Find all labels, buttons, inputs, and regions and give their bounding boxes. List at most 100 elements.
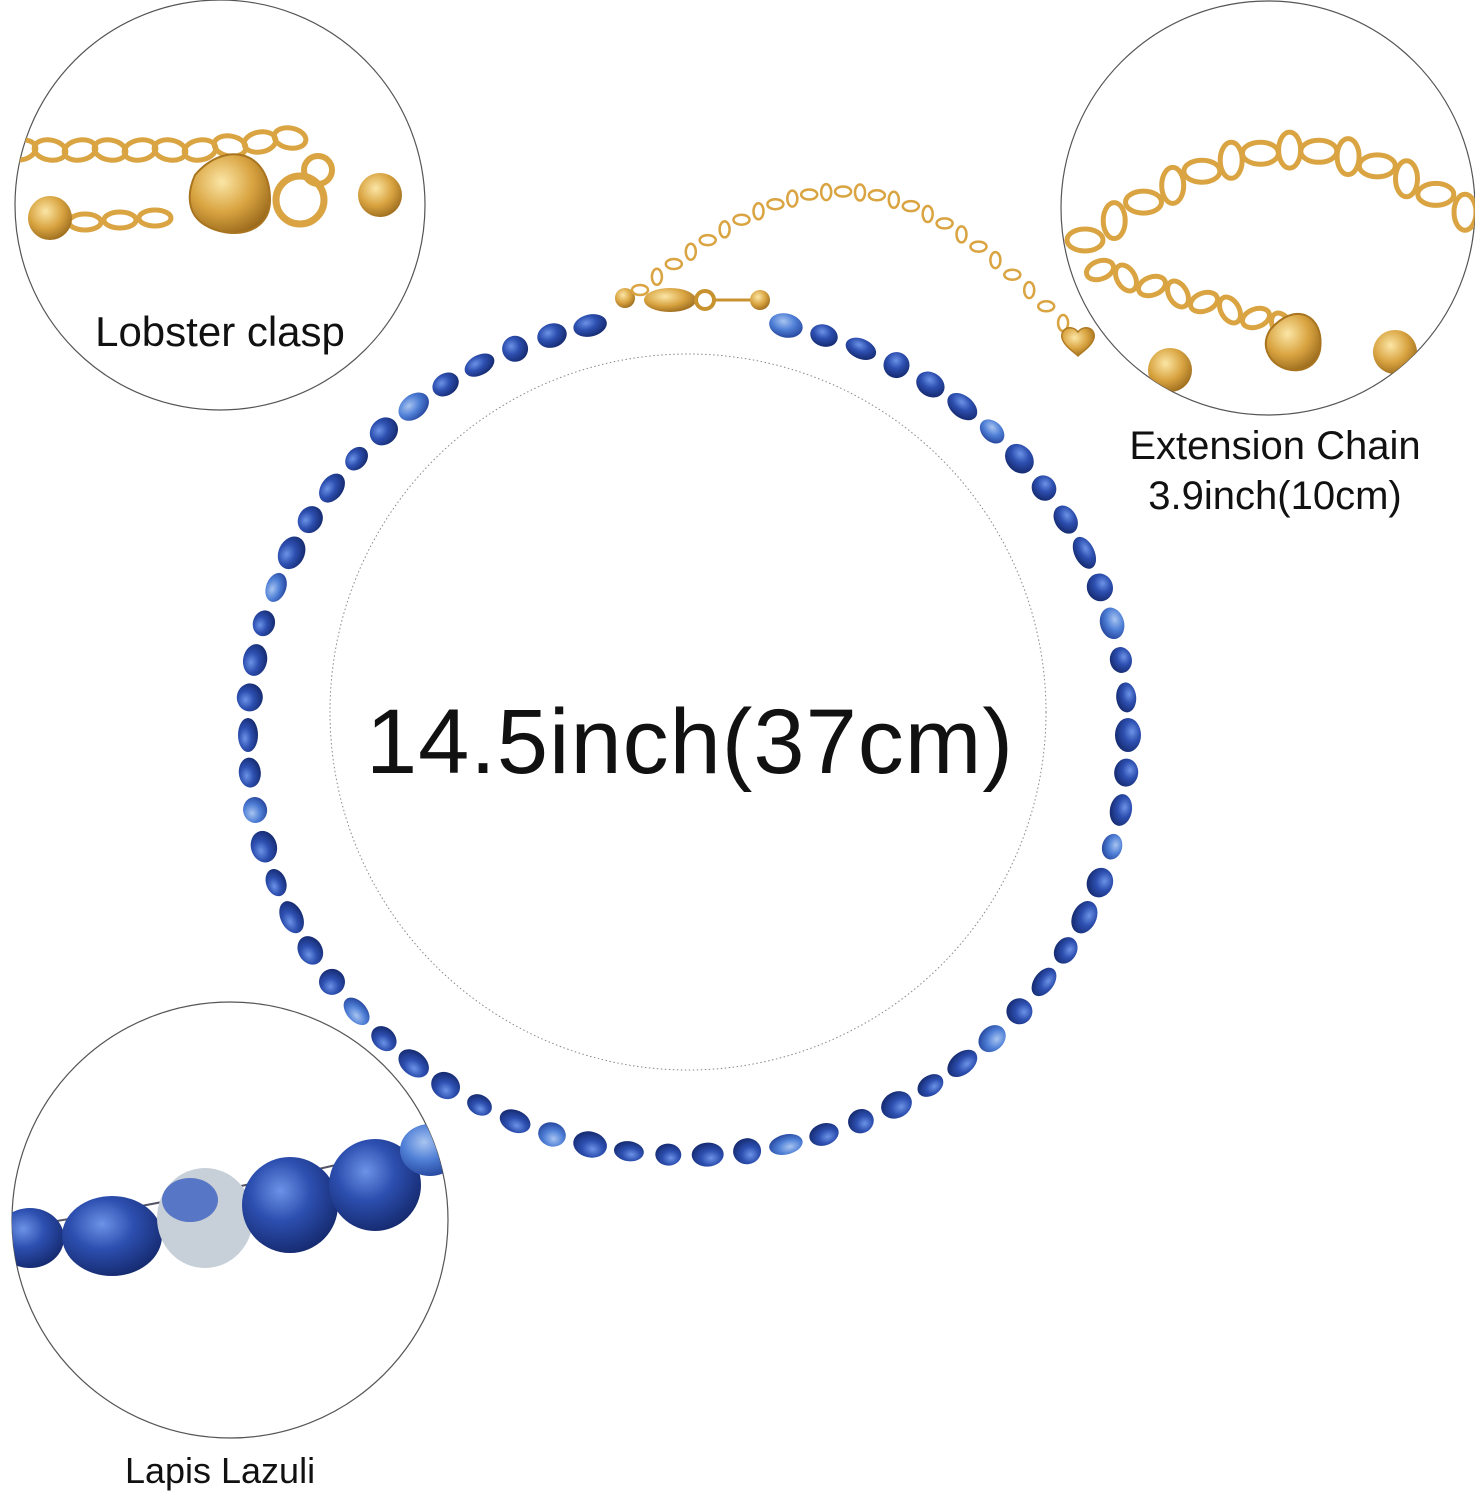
bead <box>1116 682 1137 713</box>
lobster-clasp-label: Lobster clasp <box>95 308 345 355</box>
chain-link <box>969 240 988 253</box>
chain-link <box>766 197 785 211</box>
heart-charm <box>1061 327 1095 358</box>
chain-link <box>1159 164 1187 206</box>
bead <box>1115 718 1141 752</box>
bead <box>371 1026 397 1052</box>
bead <box>252 610 276 637</box>
bead <box>769 1134 803 1155</box>
chain-link <box>1239 305 1273 331</box>
bead <box>916 371 945 398</box>
bead <box>538 1122 566 1147</box>
chain-link <box>867 189 887 202</box>
chain-link <box>799 188 819 201</box>
bead <box>691 1142 724 1167</box>
bead <box>1072 536 1097 569</box>
chain-link <box>887 190 901 210</box>
bead <box>1109 647 1132 673</box>
chain-link <box>1003 268 1022 281</box>
extension-chain-label: Extension Chain <box>1129 424 1421 468</box>
chain-link <box>1083 257 1117 283</box>
chain-link <box>1217 294 1243 326</box>
bead <box>1053 937 1078 964</box>
bead <box>978 1025 1006 1053</box>
bead <box>238 718 258 752</box>
bead <box>242 644 268 676</box>
bead <box>431 1071 461 1100</box>
bead <box>279 901 304 934</box>
bead <box>655 1143 682 1166</box>
bead <box>467 1094 492 1116</box>
chain-link <box>718 220 731 239</box>
bead <box>1109 794 1133 826</box>
chain-link <box>1100 200 1128 242</box>
chain-link <box>989 250 1002 270</box>
chain-link <box>1113 262 1139 294</box>
chain-link <box>1451 191 1475 233</box>
bead <box>1114 758 1139 787</box>
chain-link <box>1393 158 1420 200</box>
bead <box>733 1138 762 1165</box>
bead <box>464 353 495 377</box>
chain-link <box>752 202 765 221</box>
bead <box>1031 475 1057 501</box>
bead <box>1071 901 1098 934</box>
size-guide-circle <box>329 353 1047 1071</box>
chain-link <box>786 189 799 208</box>
bead <box>1099 607 1125 640</box>
chain-link <box>1415 180 1457 208</box>
bead <box>809 1122 839 1146</box>
bead <box>243 797 268 823</box>
bead <box>297 936 324 965</box>
bead <box>1005 443 1034 474</box>
bead <box>573 1131 607 1158</box>
chain-link <box>1334 136 1362 178</box>
chain-link <box>1123 188 1164 216</box>
bead <box>1101 833 1123 860</box>
necklace-length-label: 14.5inch(37cm) <box>365 691 1015 793</box>
bead <box>502 335 529 362</box>
bead <box>917 1074 944 1097</box>
extension-detail-circle <box>1060 0 1475 416</box>
extension-chain <box>630 182 1090 347</box>
chain-link <box>698 233 717 247</box>
bead <box>573 314 607 337</box>
stone-detail-circle <box>11 1001 449 1439</box>
chain-link <box>819 182 833 202</box>
bead <box>238 757 261 788</box>
bead <box>297 506 323 534</box>
bead <box>979 419 1005 444</box>
bead <box>848 1109 874 1134</box>
bead <box>881 1091 912 1119</box>
bead <box>499 1109 531 1134</box>
bead <box>537 323 567 348</box>
bead <box>369 417 398 446</box>
chain-link <box>684 242 698 261</box>
bead <box>319 968 345 995</box>
clasp-detail-circle <box>14 0 426 411</box>
chain-link <box>833 185 853 198</box>
chain-link <box>955 225 968 244</box>
bead <box>613 1141 644 1162</box>
chain-link <box>853 183 867 202</box>
bead <box>845 337 877 360</box>
necklace-clasp <box>615 288 770 312</box>
bead <box>398 392 429 421</box>
chain-link <box>1036 300 1056 313</box>
bead <box>265 869 287 897</box>
chain-link <box>1217 139 1245 181</box>
bead <box>319 473 345 503</box>
chain-link <box>732 213 751 226</box>
bead <box>883 352 910 379</box>
chain-link <box>1135 273 1169 299</box>
chain-link <box>901 199 921 213</box>
bead <box>236 683 263 712</box>
chain-link <box>271 125 309 151</box>
bead <box>1006 998 1033 1025</box>
bead <box>1031 967 1057 997</box>
chain-link <box>101 209 139 231</box>
chain-link <box>650 267 664 287</box>
chain-link <box>1356 152 1398 180</box>
bead-ring <box>236 313 1141 1167</box>
